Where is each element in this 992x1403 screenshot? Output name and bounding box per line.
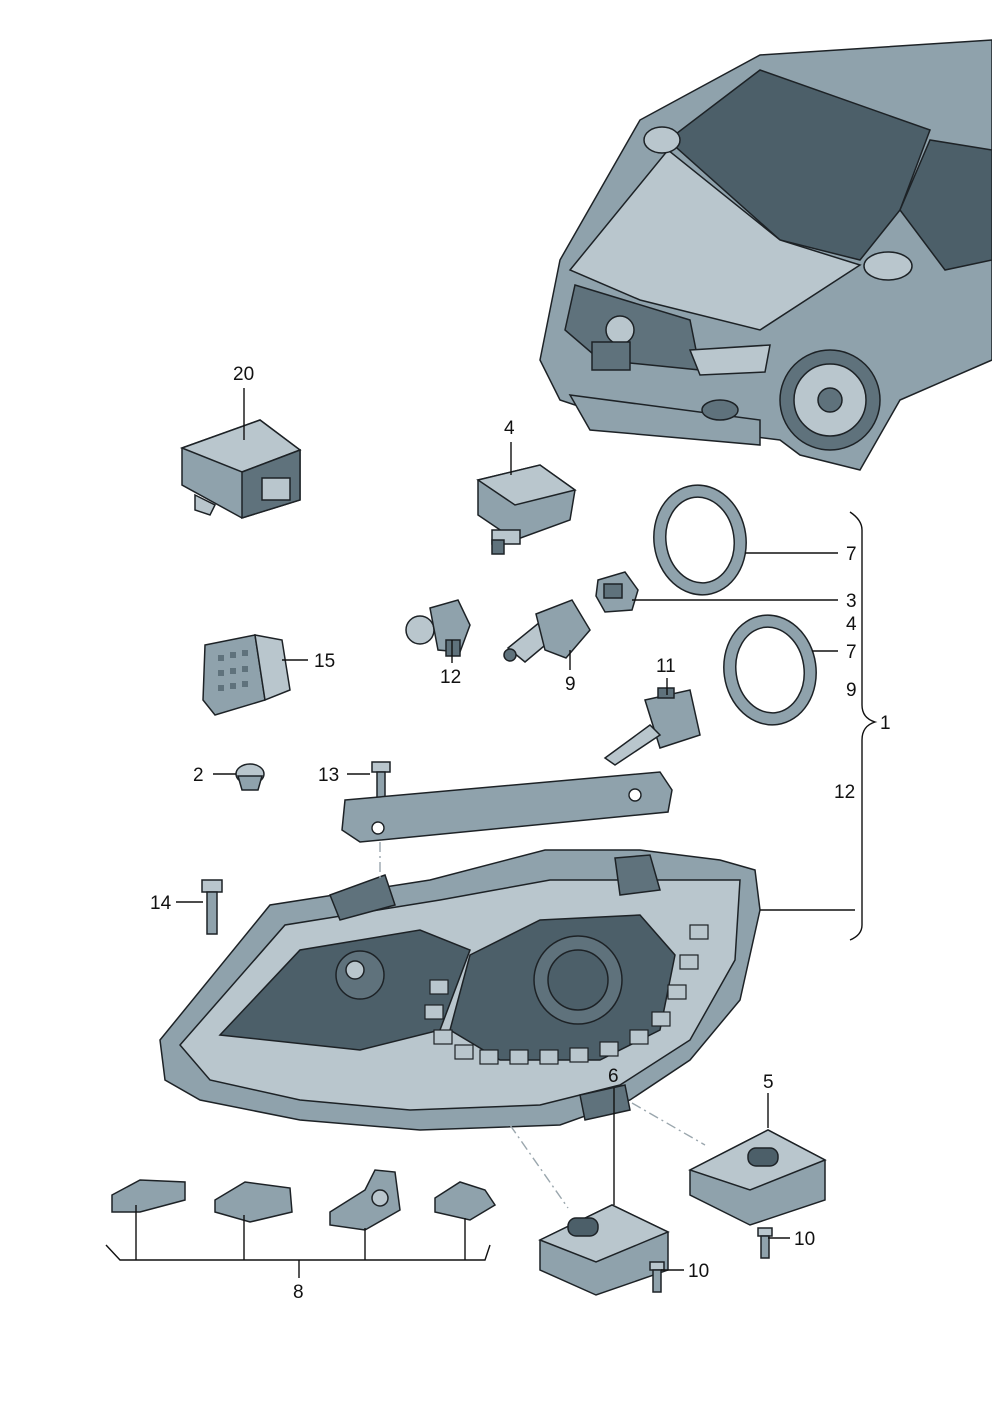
callout-10-b: 10: [688, 1261, 709, 1282]
part-4-range-motor: [476, 464, 577, 555]
cover-strip: [341, 771, 673, 843]
callout-3: 3: [846, 591, 857, 612]
part-9-bulb: [503, 599, 591, 663]
callout-12-right: 12: [834, 782, 855, 803]
callout-4-mid: 4: [846, 614, 857, 635]
vehicle-illustration: [539, 39, 992, 471]
callout-14: 14: [150, 893, 172, 914]
callout-2: 2: [193, 765, 204, 786]
callout-15: 15: [314, 651, 335, 672]
part-6-ballast-unit: [538, 1204, 670, 1296]
part-20-control-unit: [179, 419, 302, 520]
part-7-seal-rings: [653, 484, 817, 726]
part-10-screws: [649, 1227, 773, 1293]
callout-1: 1: [880, 713, 891, 734]
callout-6: 6: [608, 1066, 619, 1087]
part-14-bolt: [201, 879, 223, 935]
leader-lines: [105, 388, 878, 1278]
part-2-cap: [235, 763, 265, 791]
callout-7-mid: 7: [846, 642, 857, 663]
callout-9-right: 9: [846, 680, 857, 701]
callout-11: 11: [656, 656, 676, 677]
callout-10-a: 10: [794, 1229, 815, 1250]
part-15-connector: [202, 634, 291, 716]
headlight-assembly: [159, 849, 761, 1131]
callout-13: 13: [318, 765, 339, 786]
part-5-ballast-unit: [688, 1129, 827, 1226]
part-3-bulb-holder: [595, 571, 639, 613]
callout-7-top: 7: [846, 544, 857, 565]
part-11-xenon-bulb: [603, 687, 701, 766]
callout-12-bulb: 12: [440, 667, 461, 688]
callout-labels: 20 4 7 3 4 7 9 15 12 9 11 1 12 2 13 14 5…: [150, 364, 891, 1303]
callout-9-bulb: 9: [565, 674, 576, 695]
callout-5: 5: [763, 1072, 774, 1093]
callout-20: 20: [233, 364, 254, 385]
callout-8: 8: [293, 1282, 304, 1303]
part-12-bulb: [405, 599, 471, 657]
part-8-brackets: [111, 1169, 497, 1231]
callout-4-top: 4: [504, 418, 515, 439]
part-13-screw: [371, 761, 391, 799]
